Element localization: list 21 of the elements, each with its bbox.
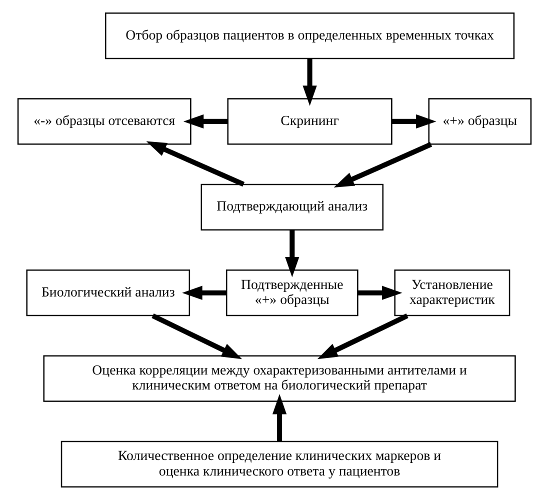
node-box: Установление характеристик [394, 270, 510, 316]
node-box: Биологический анализ [26, 270, 190, 316]
node-box: Скрининг [226, 98, 392, 145]
arrow [182, 286, 226, 300]
node-box: Количественное определение клинических маркеров и оценка клинического ответа у пациентов [60, 440, 498, 488]
node-box: Подтверждающий анализ [200, 184, 383, 230]
arrow [391, 114, 436, 129]
arrow [357, 286, 402, 300]
arrow [302, 58, 316, 106]
node-box: «+» образцы [428, 98, 532, 145]
node-box: Подтвержденные «+» образцы [225, 270, 358, 316]
arrow [146, 141, 244, 187]
arrow [284, 230, 299, 278]
arrow [333, 142, 432, 188]
arrow [151, 313, 242, 360]
arrow [182, 114, 228, 129]
node-box: Отбор образцов пациентов в определенных временных точках [104, 12, 514, 60]
node-box: «-» образцы отсеваются [16, 98, 191, 145]
arrow [272, 394, 286, 441]
node-box: Оценка корреляции между охарактеризованными антителами и клиническим ответом на биологический препарат [42, 355, 516, 402]
arrow [316, 313, 408, 360]
